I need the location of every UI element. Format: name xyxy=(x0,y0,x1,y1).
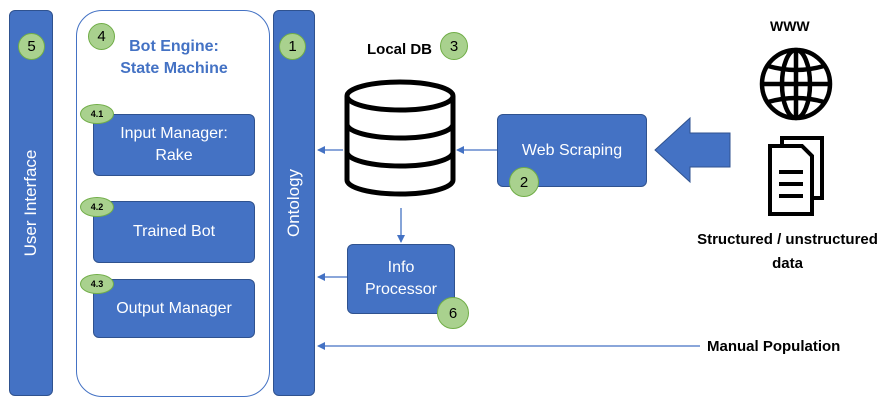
info-processor-box: Info Processor xyxy=(347,244,455,314)
user-interface-badge: 5 xyxy=(18,33,45,60)
www-label: WWW xyxy=(770,18,810,34)
local-db-badge: 3 xyxy=(440,32,468,60)
data-source-line2: data xyxy=(772,255,803,272)
trained-bot-badge: 4.2 xyxy=(80,197,114,217)
output-manager-badge: 4.3 xyxy=(80,274,114,294)
documents-icon xyxy=(768,136,824,216)
data-source-label: Structured / unstructured data xyxy=(680,228,895,276)
ontology-bar: Ontology xyxy=(273,10,315,396)
info-processor-badge: 6 xyxy=(437,297,469,329)
input-manager-line1: Input Manager: xyxy=(120,125,228,142)
database-icon xyxy=(344,79,456,197)
output-manager-box: Output Manager xyxy=(93,279,255,338)
bot-engine-title-line1: Bot Engine: xyxy=(129,38,219,55)
info-processor-line1: Info xyxy=(387,259,415,276)
bot-engine-title: Bot Engine: State Machine xyxy=(110,36,238,80)
input-manager-badge: 4.1 xyxy=(80,104,114,124)
input-manager-box: Input Manager: Rake xyxy=(93,114,255,176)
trained-bot-box: Trained Bot xyxy=(93,201,255,263)
globe-icon xyxy=(759,47,833,121)
bot-engine-badge: 4 xyxy=(88,23,115,50)
ontology-badge: 1 xyxy=(279,33,306,60)
data-source-line1: Structured / unstructured xyxy=(697,231,878,248)
user-interface-bar: User Interface xyxy=(9,10,53,396)
web-scraping-badge: 2 xyxy=(509,167,539,197)
big-arrow-icon xyxy=(654,116,731,184)
web-scraping-box: Web Scraping xyxy=(497,114,647,187)
input-manager-line2: Rake xyxy=(155,147,193,164)
info-processor-line2: Processor xyxy=(364,281,438,298)
manual-population-label: Manual Population xyxy=(707,338,841,355)
bot-engine-title-line2: State Machine xyxy=(120,60,228,77)
local-db-label: Local DB xyxy=(367,41,433,58)
